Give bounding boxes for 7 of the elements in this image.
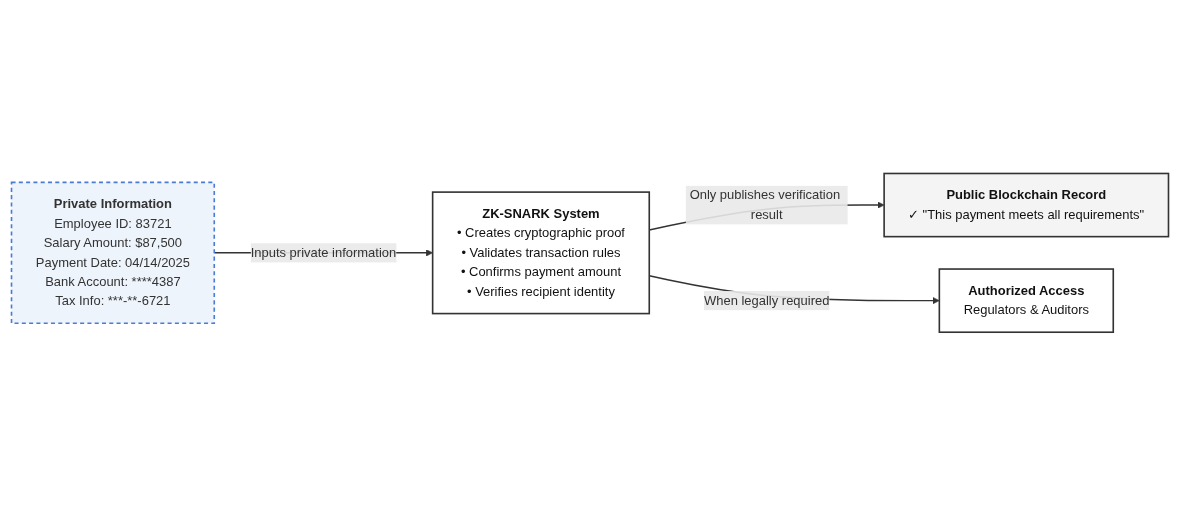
node-box: ZK-SNARK System • Creates cryptographic proof • Validates transaction rules • Confirms payment amount • Verifies recipient identity [431,191,651,315]
node-box: Public Blockchain Record ✓ "This payment meets all requirements" [883,172,1170,238]
node-box: Authorized Access Regulators & Auditors [938,268,1115,334]
edge-label: When legally required [704,293,830,308]
edge-label: Only publishes verification result [689,188,841,222]
node-box: Private Information Employee ID: 83721 Salary Amount: $87,500 Payment Date: 04/14/2025 Bank Account: ****4387 Tax Info: ***-**-6721 [10,181,216,325]
edge-label: Inputs private information [250,245,397,260]
